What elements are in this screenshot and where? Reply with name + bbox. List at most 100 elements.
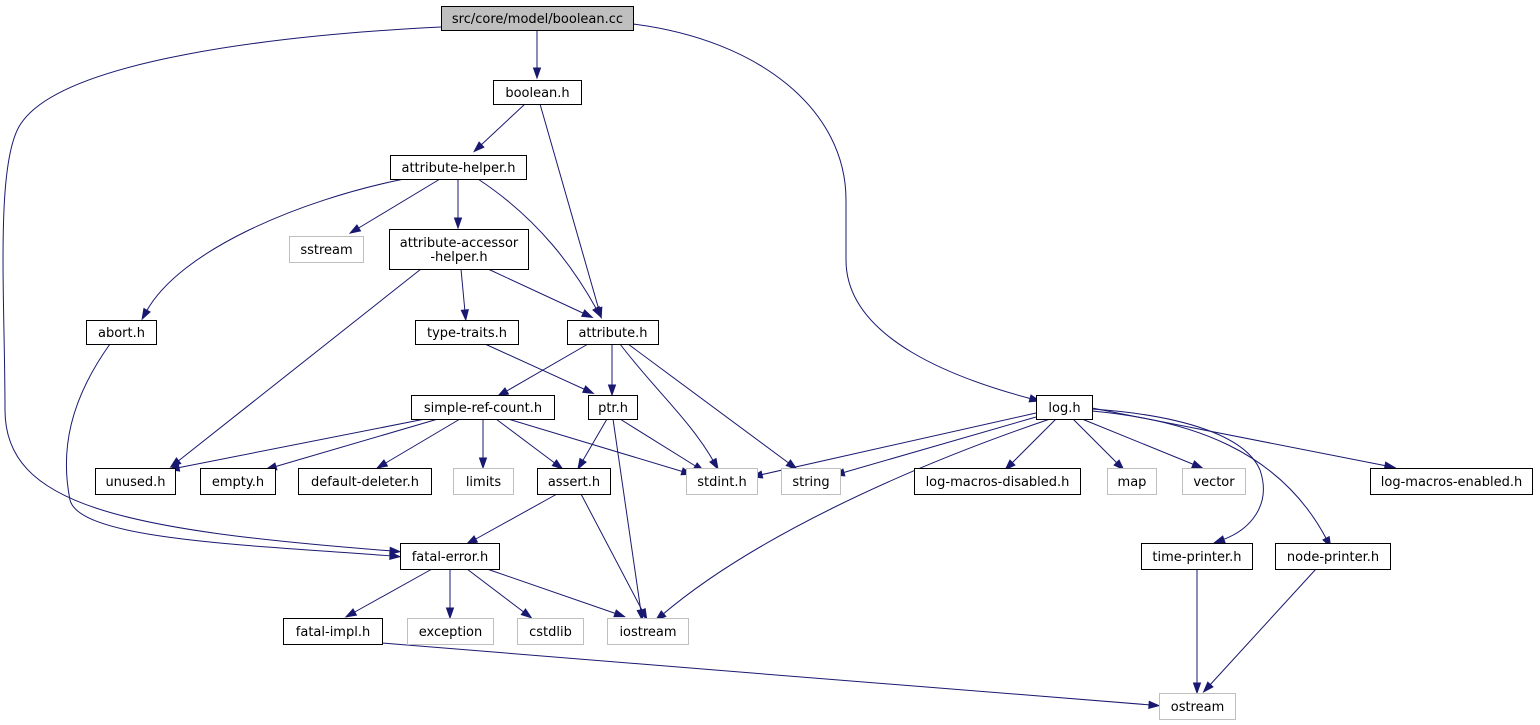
node-label: -helper.h [430,250,487,265]
edge-line [759,412,1037,476]
node-empty-h[interactable]: empty.h [200,468,276,495]
edge-simple-ref-count-h-to-empty-h [264,418,439,471]
node-label: time-printer.h [1152,550,1241,565]
node-label: simple-ref-count.h [424,401,542,416]
edge-attribute-accessor-helper-h-to-type-traits-h [460,268,469,322]
edge-line [1091,408,1264,541]
arrowhead [580,309,594,319]
arrowhead [496,387,510,397]
node-box [453,468,514,495]
node-box [517,618,584,645]
arrowhead [348,224,362,234]
edge-attribute-h-to-ptr-h [607,344,617,397]
edge-line [176,268,422,463]
edge-log-h-to-vector [1081,418,1204,469]
edge-line [1091,410,1328,541]
node-unused-h[interactable]: unused.h [95,468,176,495]
edge-log-h-to-log-macros-enabled-h [1091,407,1397,470]
edge-root-to-fatal-error-h [2,26,442,555]
node-box [411,395,555,420]
edges-layer [2,23,1397,710]
edge-line [176,418,426,469]
node-box [283,618,383,645]
edge-simple-ref-count-h-to-unused-h [167,418,426,472]
edge-type-traits-h-to-ptr-h [484,343,595,394]
node-node-printer-h[interactable]: node-printer.h [1275,543,1391,570]
node-assert-h[interactable]: assert.h [537,468,611,495]
edge-fatal-impl-h-to-ostream [381,642,1161,710]
edge-log-h-to-map [1072,418,1125,471]
node-attribute-helper-h[interactable]: attribute-helper.h [390,155,527,180]
node-box [400,543,500,570]
arrowhead [613,609,626,618]
edge-line [484,343,587,391]
node-label: fatal-error.h [412,550,489,565]
edge-boolean-h-to-attribute-helper-h [473,103,526,153]
edge-fatal-error-h-to-cstdlib [466,568,533,619]
edge-line [627,343,791,465]
node-label: default-deleter.h [311,475,419,490]
node-limits: limits [453,468,514,495]
edge-line [619,343,715,463]
edge-line [507,418,685,473]
arrowhead [1004,459,1016,471]
nodes-layer: src/core/model/boolean.ccboolean.hattrib… [86,6,1533,720]
edge-line [632,23,1033,400]
node-fatal-error-h[interactable]: fatal-error.h [400,543,500,570]
node-log-macros-enabled-h[interactable]: log-macros-enabled.h [1370,468,1533,495]
node-boolean-h[interactable]: boolean.h [493,80,582,105]
node-box [200,468,276,495]
edge-line [477,178,598,311]
node-box [1141,543,1253,570]
node-fatal-impl-h[interactable]: fatal-impl.h [283,618,383,645]
edge-simple-ref-count-h-to-default-deleter-h [375,418,461,469]
node-time-printer-h[interactable]: time-printer.h [1141,543,1253,570]
arrowhead [344,608,358,618]
arrowhead [478,457,488,470]
edge-line [466,568,526,614]
edge-line [352,568,433,614]
node-label: log.h [1048,401,1080,416]
node-label: exception [419,625,483,640]
node-label: map [1118,475,1147,490]
edge-line [619,418,698,468]
node-log-h[interactable]: log.h [1036,395,1093,420]
edge-line [473,493,558,541]
node-label: empty.h [212,475,264,490]
arrowhead [1192,682,1202,695]
node-label: attribute-accessor [400,236,519,251]
node-abort-h[interactable]: abort.h [86,320,157,345]
edge-line [65,343,393,557]
node-box [389,229,529,270]
arrowhead [453,217,463,230]
node-box [298,468,432,495]
edge-attribute-helper-h-to-attribute-accessor-helper-h [453,179,463,230]
arrowhead [141,307,151,321]
node-box [781,468,841,495]
arrowhead [1191,460,1204,469]
arrowhead [445,607,455,620]
edge-log-h-to-time-printer-h [1091,408,1264,544]
edge-line [661,418,1051,616]
edge-fatal-error-h-to-exception [445,569,455,620]
edge-assert-h-to-iostream [580,493,648,621]
node-label: vector [1193,475,1235,490]
edge-ptr-h-to-stdint-h [619,418,706,473]
arrowhead [709,457,719,471]
edge-ptr-h-to-iostream [612,418,645,622]
node-box [1182,468,1246,495]
node-cstdlib: cstdlib [517,618,584,645]
node-type-traits-h[interactable]: type-traits.h [415,320,519,345]
node-simple-ref-count-h[interactable]: simple-ref-count.h [411,395,555,420]
edge-line [460,268,466,313]
edge-attribute-accessor-helper-h-to-attribute-h [487,268,594,319]
node-default-deleter-h[interactable]: default-deleter.h [298,468,432,495]
node-log-macros-disabled-h[interactable]: log-macros-disabled.h [914,468,1081,495]
node-attribute-h[interactable]: attribute.h [567,320,659,345]
arrowhead [1202,681,1214,694]
node-ptr-h[interactable]: ptr.h [588,395,638,420]
node-label: cstdlib [529,625,572,640]
edge-boolean-h-to-attribute-h [539,103,603,320]
node-box [441,6,634,31]
node-attribute-accessor-helper-h[interactable]: attribute-accessor-helper.h [389,229,529,270]
